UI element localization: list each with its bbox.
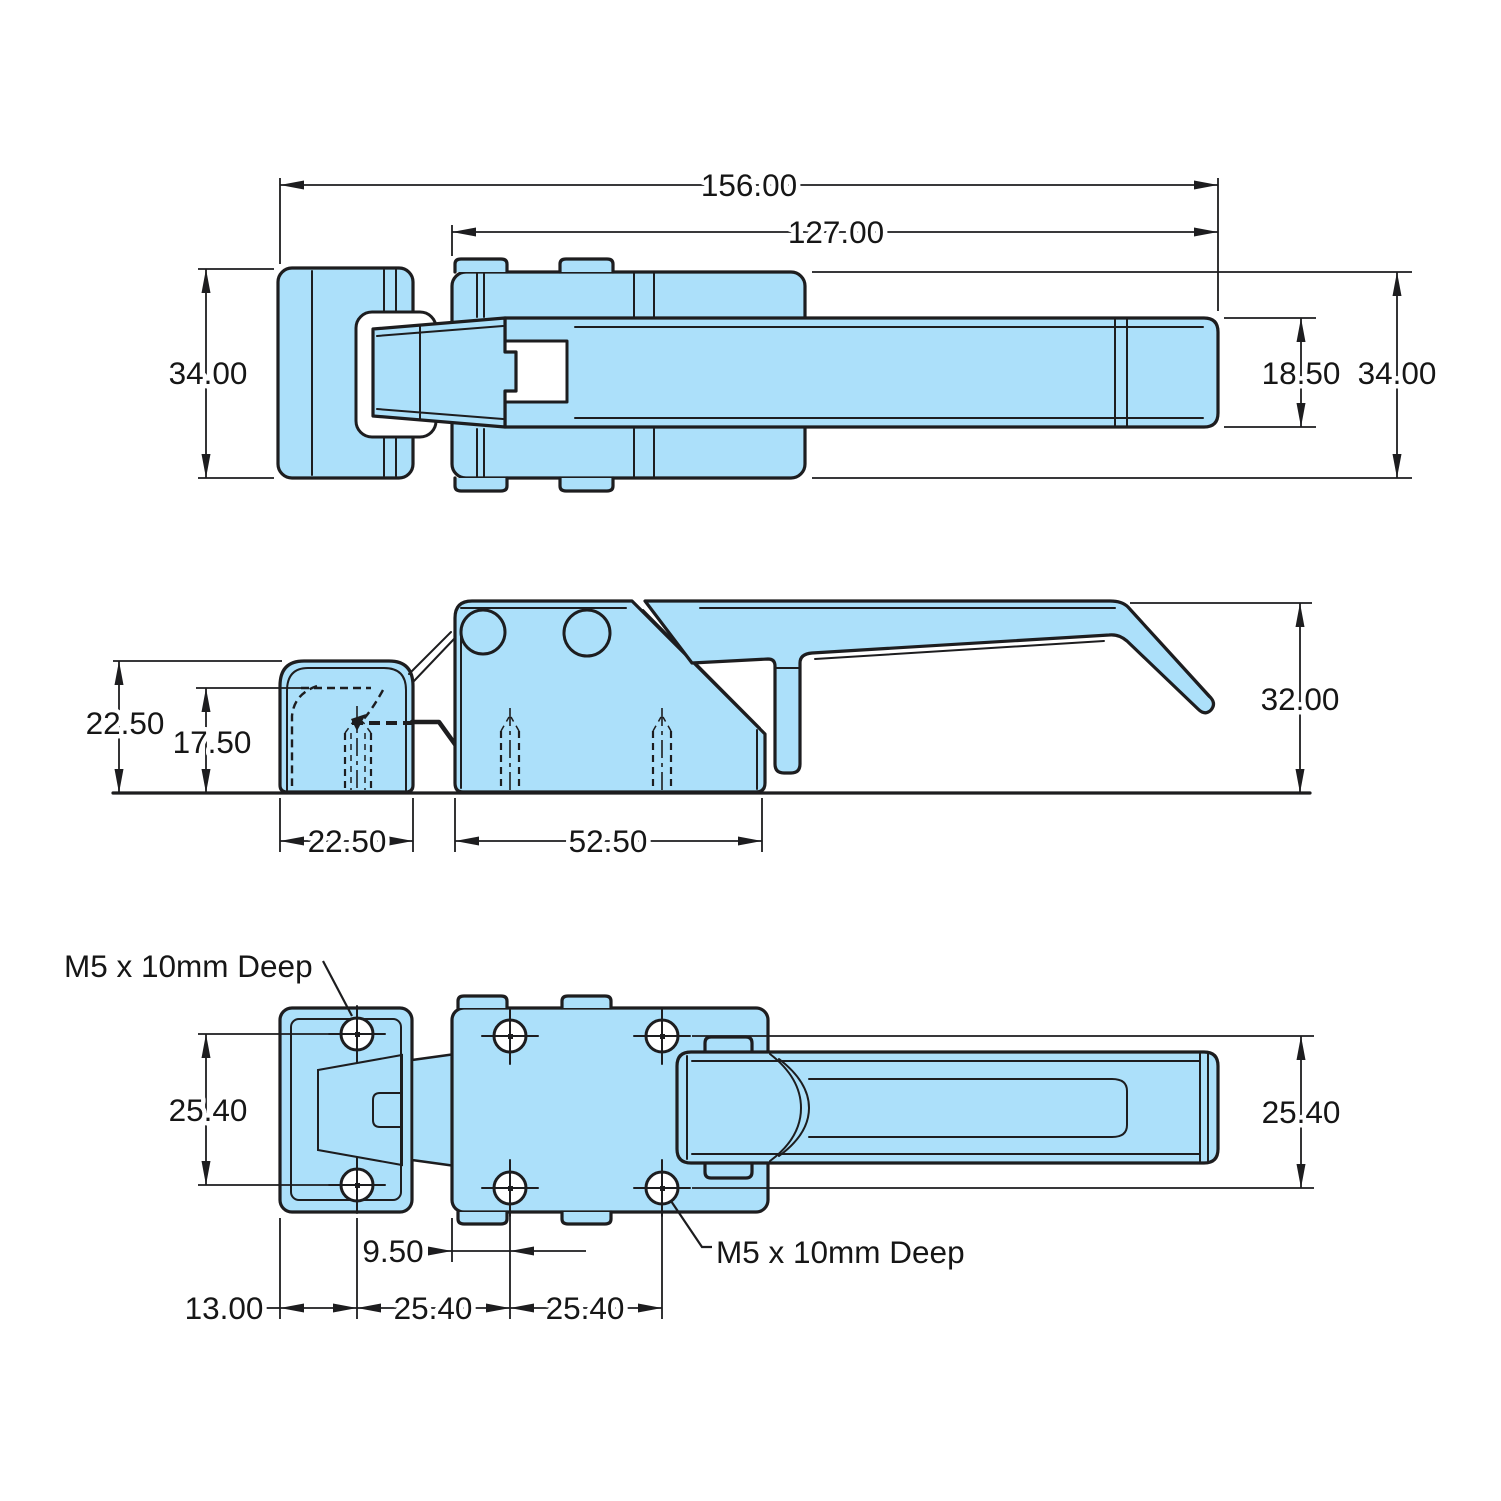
- side-view-dimensions: 22.50 17.50 22.50 52.50 32.00: [81, 602, 1344, 864]
- keeper-slot: [372, 1092, 403, 1128]
- dim-catch-height: 17.50: [173, 724, 252, 760]
- pivot-hole: [459, 608, 507, 656]
- top-view-dimensions: 156.00 127.00 34.00 18.50 34.00: [164, 163, 1441, 479]
- dim-hole-pitch-a: 25.40: [394, 1290, 473, 1326]
- hinge-boss: [703, 1161, 754, 1180]
- mount-tab: [456, 1210, 509, 1226]
- dim-hole-pitch-b: 25.40: [546, 1290, 625, 1326]
- hidden-curve: [361, 689, 385, 722]
- mount-tab: [558, 257, 615, 274]
- hinge-boss: [703, 1035, 754, 1054]
- dim-keeper-height: 22.50: [86, 705, 165, 741]
- dim-keeper-width: 22.50: [308, 823, 387, 859]
- screw-hole: [481, 1007, 539, 1065]
- handle-edge-lines: [699, 607, 1210, 698]
- mount-tab: [560, 1210, 613, 1226]
- keeper-screw-hole-hidden: [343, 706, 373, 792]
- dim-bracket-width: 52.50: [569, 823, 648, 859]
- dim-overall-length: 156.00: [701, 167, 797, 203]
- hidden-slot-line: [290, 684, 318, 786]
- tongue-edge-lines: [376, 325, 504, 420]
- bottom-view: 25.40 25.40 9.50 13.00 25.40 25.40 M5 x …: [60, 944, 1345, 1331]
- bracket-side-view: [453, 599, 767, 794]
- dim-overall-height: 32.00: [1261, 681, 1340, 717]
- bottom-view-dimensions: 25.40 25.40 9.50 13.00 25.40 25.40 M5 x …: [60, 944, 1345, 1331]
- keeper-to-bracket-edge: [408, 631, 455, 682]
- keeper-ramp: [317, 1053, 403, 1167]
- grip-recess: [808, 1078, 1128, 1138]
- handle-edge-lines-bottom: [686, 1053, 1209, 1162]
- bracket-inner-lines: [460, 607, 761, 790]
- dim-height-right: 34.00: [1358, 355, 1437, 391]
- keeper-inner-line: [286, 667, 407, 791]
- keeper-edge-lines: [311, 269, 397, 477]
- screw-hole: [328, 1156, 386, 1214]
- extension-lines: [113, 602, 1312, 852]
- leader-line-bottom: [670, 1200, 712, 1249]
- screw-hole: [633, 1007, 691, 1065]
- callout-thread-top: M5 x 10mm Deep: [64, 948, 313, 984]
- dim-keeper-hole-spacing: 25.40: [169, 1092, 248, 1128]
- dim-keeper-edge-to-hole: 13.00: [185, 1290, 264, 1326]
- mount-tab: [456, 994, 509, 1010]
- leader-line-top: [322, 960, 353, 1017]
- handle-lever-side-view: [643, 599, 1216, 775]
- mount-tab: [560, 994, 613, 1010]
- dim-edge-to-first-hole: 9.50: [362, 1233, 423, 1269]
- extension-lines: [198, 178, 1412, 479]
- mount-tab: [453, 476, 509, 493]
- tongue-profile-edge: [409, 719, 460, 750]
- keeper-side-view: [278, 659, 415, 794]
- bracket-screw-holes-hidden: [499, 708, 673, 792]
- dim-handle-width: 25.40: [1262, 1094, 1341, 1130]
- mount-tab: [558, 476, 615, 493]
- handle-bottom-view: [675, 1050, 1220, 1165]
- plate-bend-lines: [476, 272, 655, 478]
- lever-bar-edge-lines: [574, 318, 1204, 427]
- top-view: 156.00 127.00 34.00 18.50 34.00: [164, 163, 1441, 493]
- lever-bar-top-view: [503, 316, 1220, 429]
- grip-bend-arcs: [769, 1053, 811, 1162]
- screw-hole: [328, 1005, 386, 1063]
- hidden-arrow-tip: [351, 714, 366, 731]
- extension-lines: [198, 1033, 1314, 1319]
- dim-lever-width: 18.50: [1262, 355, 1341, 391]
- mount-tab: [453, 257, 509, 274]
- dim-height-left: 34.00: [169, 355, 248, 391]
- side-view: 22.50 17.50 22.50 52.50 32.00: [81, 599, 1344, 864]
- callout-thread-bottom: M5 x 10mm Deep: [716, 1234, 965, 1270]
- latch-tongue: [371, 316, 518, 429]
- dim-lever-length: 127.00: [788, 214, 884, 250]
- pivot-hole: [562, 608, 612, 658]
